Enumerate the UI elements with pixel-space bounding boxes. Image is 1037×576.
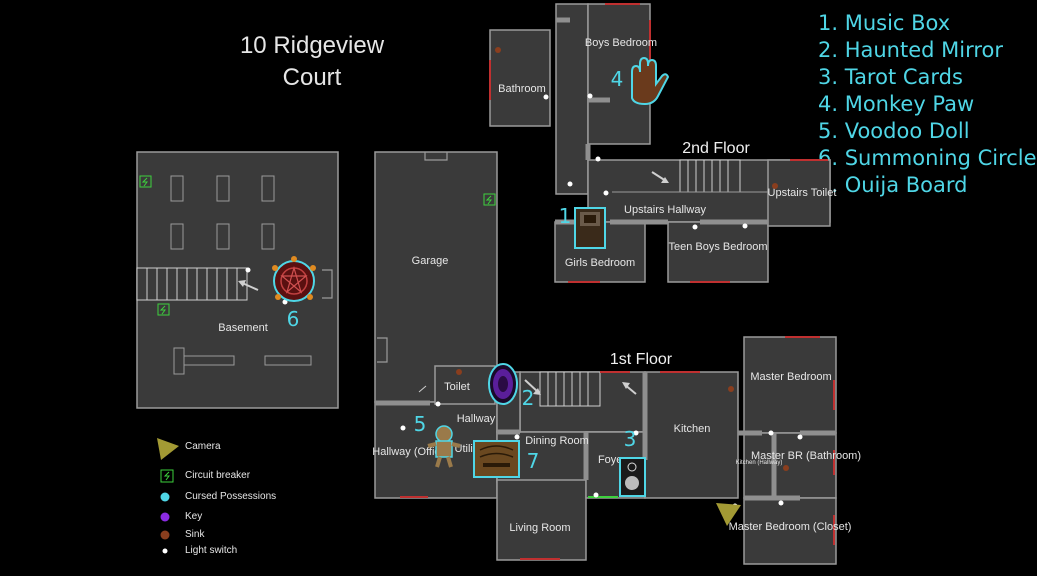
second-floor-area: 2nd Floor Bathroom Boys Bedroom Upstairs…	[489, 3, 837, 283]
master-closet-room	[743, 497, 837, 565]
possession-item: 3. Tarot Cards	[818, 65, 963, 89]
bathroom-room	[489, 29, 551, 127]
marker-7: 7	[527, 449, 540, 473]
marker-2: 2	[522, 386, 535, 410]
possession-item: 1. Music Box	[818, 11, 951, 35]
living-room	[496, 479, 587, 561]
possession-item: 6. Summoning Circle	[818, 146, 1037, 170]
boys-bedroom-label: Boys Bedroom	[585, 37, 657, 49]
basement-area: Basement 6	[136, 151, 339, 409]
light-switch	[797, 434, 803, 440]
circuit-breaker-icon	[157, 303, 170, 316]
key-dot-icon	[160, 512, 170, 522]
summoning-circle-icon	[272, 256, 316, 302]
sink-icon	[783, 465, 789, 471]
hallway-office-label: Hallway (Office)	[372, 446, 449, 458]
master-bedroom-room	[743, 336, 837, 434]
master-closet-label: Master Bedroom (Closet)	[729, 521, 852, 533]
tarot-cards-icon	[619, 457, 646, 497]
sink-icon	[495, 47, 501, 53]
girls-bedroom-label: Girls Bedroom	[565, 257, 635, 269]
light-switch	[543, 94, 549, 100]
kitchen-hallway-label: Kitchen (Hallway)	[736, 460, 783, 466]
light-switch	[593, 492, 599, 498]
bathroom-label: Bathroom	[498, 83, 546, 95]
garage-area: Garage	[374, 151, 498, 403]
light-switch	[435, 401, 441, 407]
cursed-possessions-list: 1. Music Box 2. Haunted Mirror 3. Tarot …	[818, 10, 1037, 199]
ouija-board-icon	[473, 440, 520, 478]
light-switch	[778, 500, 784, 506]
kitchen-label: Kitchen	[674, 423, 711, 435]
map-title: 10 Ridgeview Court	[222, 30, 402, 94]
kitchen-room	[644, 371, 739, 499]
light-switch	[514, 434, 520, 440]
sink-icon	[728, 386, 734, 392]
haunted-mirror-icon	[488, 363, 518, 405]
sink-icon	[456, 369, 462, 375]
garage-room	[374, 151, 498, 403]
monkey-paw-icon	[631, 56, 670, 106]
light-switch	[692, 224, 698, 230]
first-floor-area: 1st Floor Toilet Hallway Hallway (Office…	[372, 336, 861, 565]
map-title-line2: Court	[282, 64, 342, 91]
toilet-room	[434, 365, 496, 405]
light-switch	[595, 156, 601, 162]
light-switch	[742, 223, 748, 229]
circuit-breaker-icon	[139, 175, 152, 188]
possession-item: 7. Ouija Board	[818, 173, 968, 197]
marker-3: 3	[624, 427, 637, 451]
light-switch	[400, 425, 406, 431]
upstairs-hallway-label: Upstairs Hallway	[624, 204, 706, 216]
sink-dot-icon	[160, 530, 170, 540]
marker-1: 1	[559, 204, 572, 228]
master-br-bathroom-room	[773, 432, 837, 499]
basement-label: Basement	[218, 322, 268, 334]
master-br-label: Master BR (Bathroom)	[751, 450, 861, 462]
cursed-dot-icon	[160, 492, 170, 502]
living-room-label: Living Room	[509, 522, 570, 534]
camera-icon	[716, 503, 741, 526]
light-switch	[245, 267, 251, 273]
map-title-line1: 10 Ridgeview	[239, 32, 385, 59]
toilet-label: Toilet	[444, 381, 470, 393]
possession-item: 5. Voodoo Doll	[818, 119, 970, 143]
legend-camera-label: Camera	[185, 441, 221, 452]
hallway-label: Hallway	[457, 413, 496, 425]
master-bedroom-label: Master Bedroom	[750, 371, 831, 383]
voodoo-doll-icon	[427, 425, 461, 468]
garage-label: Garage	[412, 255, 449, 267]
light-switch	[603, 190, 609, 196]
circuit-breaker-icon	[160, 469, 174, 483]
legend-circuit-breaker-label: Circuit breaker	[185, 470, 251, 481]
camera-icon	[157, 438, 179, 460]
dining-room-label: Dining Room	[525, 435, 589, 447]
light-switch-dot-icon	[162, 548, 168, 554]
light-switch	[567, 181, 573, 187]
legend-cursed-label: Cursed Possessions	[185, 491, 277, 502]
sink-icon	[772, 183, 778, 189]
legend-sink-label: Sink	[185, 529, 205, 540]
marker-6: 6	[287, 307, 300, 331]
second-floor-label: 2nd Floor	[682, 140, 750, 157]
legend-switch-label: Light switch	[185, 545, 238, 556]
upstairs-toilet-room	[767, 159, 831, 227]
light-switch	[282, 299, 288, 305]
possession-item: 4. Monkey Paw	[818, 92, 975, 116]
marker-5: 5	[414, 412, 427, 436]
light-switch	[768, 430, 774, 436]
upstairs-toilet-label: Upstairs Toilet	[768, 187, 837, 199]
light-switch	[587, 93, 593, 99]
circuit-breaker-icon	[483, 193, 496, 206]
marker-4: 4	[611, 67, 624, 91]
legend-key-label: Key	[185, 511, 203, 522]
light-switch	[633, 430, 639, 436]
upstairs-corridor	[555, 3, 589, 195]
first-floor-label: 1st Floor	[610, 351, 673, 368]
possession-item: 2. Haunted Mirror	[818, 38, 1004, 62]
teen-boys-bedroom-label: Teen Boys Bedroom	[668, 241, 767, 253]
music-box-icon	[574, 207, 606, 249]
